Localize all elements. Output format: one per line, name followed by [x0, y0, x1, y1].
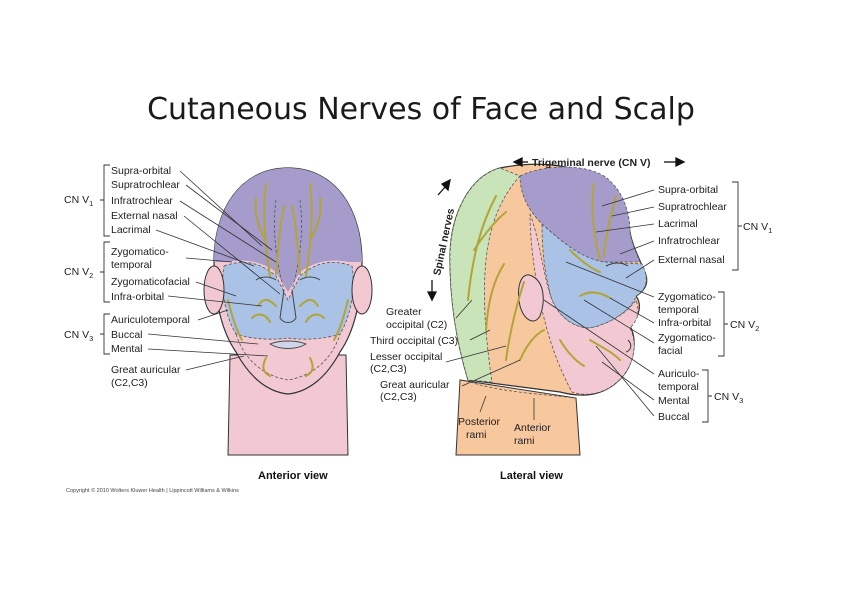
lateral-v2-zone [541, 223, 647, 329]
anterior-infra-orbital: Infra-orbital [111, 291, 164, 303]
lateral-braces [702, 181, 742, 423]
lateral-leaders [445, 189, 655, 420]
slide-title: Cutaneous Nerves of Face and Scalp [147, 92, 695, 127]
lateral-view-label: Lateral view [500, 470, 563, 482]
lateral-third-occipital: Third occipital (C3) [370, 335, 458, 347]
lateral-auriculotemporal-1: Auriculo- [658, 368, 700, 380]
lateral-cnv2-label: CN V2 [730, 319, 759, 333]
anterior-labels: CN V1 CN V2 CN V3 Supra-orbital Supratro… [64, 165, 190, 389]
anterior-nerves [227, 183, 349, 377]
lateral-greater-occipital-2: occipital (C2) [386, 319, 447, 331]
lateral-supra-orbital: Supra-orbital [658, 184, 718, 196]
lateral-ear [518, 274, 544, 322]
lateral-greater-occipital-1: Greater [386, 306, 422, 318]
lateral-zygomaticofacial-2: facial [658, 345, 683, 357]
lateral-infra-orbital: Infra-orbital [658, 317, 711, 329]
lateral-neck [455, 379, 581, 456]
lateral-mental: Mental [658, 395, 690, 407]
anterior-infratrochlear: Infratrochlear [111, 195, 173, 207]
lateral-zygomaticofacial-1: Zygomatico- [658, 332, 716, 344]
anterior-nose [279, 289, 297, 323]
anterior-buccal: Buccal [111, 329, 143, 341]
lateral-posterior-rami-1: Posterior [458, 416, 501, 428]
trigeminal-arrow [512, 156, 686, 168]
anterior-lacrimal: Lacrimal [111, 224, 151, 236]
anterior-right-ear [351, 265, 373, 315]
lateral-anterior-rami-2: rami [514, 435, 534, 447]
anterior-mouth [268, 340, 308, 349]
lateral-v3-zone [529, 213, 639, 395]
lateral-labels: Supra-orbital Supratrochlear Lacrimal In… [370, 184, 772, 447]
anterior-head [203, 167, 373, 456]
lateral-external-nasal: External nasal [658, 254, 725, 266]
lateral-v1-zone [519, 166, 641, 263]
lateral-lesser-occipital-2: (C2,C3) [370, 363, 407, 375]
anterior-zygomaticofacial: Zygomaticofacial [111, 276, 190, 288]
lateral-zygomaticotemporal-1: Zygomatico- [658, 291, 716, 303]
anterior-external-nasal: External nasal [111, 210, 178, 222]
anterior-zygomaticotemporal-1: Zygomatico- [111, 246, 169, 258]
anterior-braces [100, 164, 110, 355]
lateral-zygomaticotemporal-2: temporal [658, 304, 699, 316]
lateral-cnv3-label: CN V3 [714, 391, 743, 405]
lateral-anterior-rami-1: Anterior [514, 422, 551, 434]
lateral-cnv1-label: CN V1 [743, 221, 772, 235]
anterior-supra-orbital: Supra-orbital [111, 165, 171, 177]
lateral-head [449, 163, 648, 456]
anterior-mental: Mental [111, 343, 143, 355]
anterior-cnv2-label: CN V2 [64, 266, 93, 280]
lateral-cervical-green [449, 167, 521, 383]
anterior-view-label: Anterior view [258, 470, 328, 482]
trigeminal-label: Trigeminal nerve (CN V) [532, 157, 650, 169]
anterior-left-ear [203, 265, 225, 315]
anterior-zygomaticotemporal-2: temporal [111, 259, 152, 271]
anterior-auriculotemporal: Auriculotemporal [111, 314, 190, 326]
anterior-great-auricular-1: Great auricular [111, 364, 181, 376]
anterior-cnv1-label: CN V1 [64, 194, 93, 208]
lateral-great-auricular-1: Great auricular [380, 379, 450, 391]
copyright-note: Copyright © 2010 Wolters Kluwer Health |… [66, 488, 239, 494]
anterior-leaders [147, 170, 281, 371]
lateral-infratrochlear: Infratrochlear [658, 235, 720, 247]
lateral-auriculotemporal-2: temporal [658, 381, 699, 393]
anterior-cnv3-label: CN V3 [64, 329, 93, 343]
lateral-posterior-rami-2: rami [466, 429, 486, 441]
lateral-lesser-occipital-1: Lesser occipital [370, 351, 442, 363]
anterior-v2-zone [222, 262, 354, 340]
spinal-arrow [426, 178, 451, 302]
anterior-great-auricular-2: (C2,C3) [111, 377, 148, 389]
lateral-great-auricular-2: (C2,C3) [380, 391, 417, 403]
lateral-buccal: Buccal [658, 411, 690, 423]
lateral-lacrimal: Lacrimal [658, 218, 698, 230]
anterior-supratrochlear: Supratrochlear [111, 179, 180, 191]
lateral-supratrochlear: Supratrochlear [658, 201, 727, 213]
anterior-v1-zone [214, 168, 362, 292]
lateral-nerves [467, 183, 621, 367]
